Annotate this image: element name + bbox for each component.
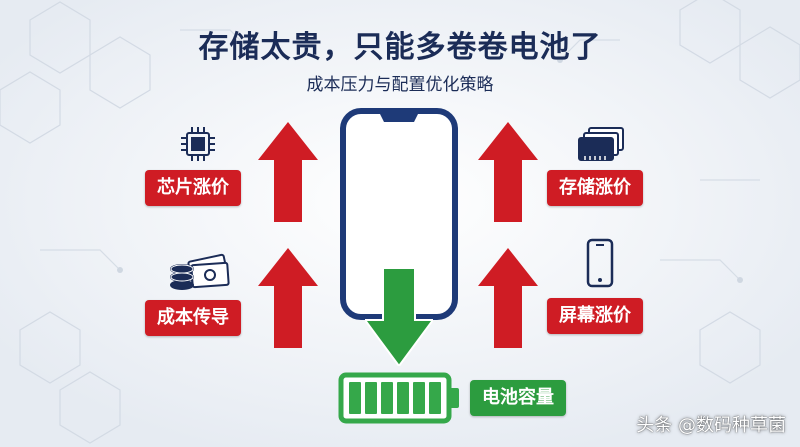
chip-price-label: 芯片涨价 <box>145 170 241 206</box>
chip-icon <box>181 127 215 161</box>
down-arrow-battery <box>365 268 433 366</box>
storage-price-label: 存储涨价 <box>547 170 643 206</box>
up-arrow-screen <box>478 248 538 348</box>
battery-full-icon <box>338 372 459 424</box>
up-arrow-storage <box>478 122 538 222</box>
screen-price-label: 屏幕涨价 <box>547 298 643 334</box>
coins-cash-icon <box>170 253 230 290</box>
memory-cards-icon <box>578 127 624 161</box>
up-arrow-chip <box>258 122 318 222</box>
cost-pass-through-label: 成本传导 <box>145 300 241 336</box>
battery-capacity-label: 电池容量 <box>470 380 566 416</box>
watermark: 头条 @数码种草菌 <box>636 415 786 436</box>
smartphone-icon <box>586 238 614 288</box>
page-subtitle: 成本压力与配置优化策略 <box>306 75 494 95</box>
page-title: 存储太贵，只能多卷卷电池了 <box>198 30 602 65</box>
up-arrow-cost <box>258 248 318 348</box>
